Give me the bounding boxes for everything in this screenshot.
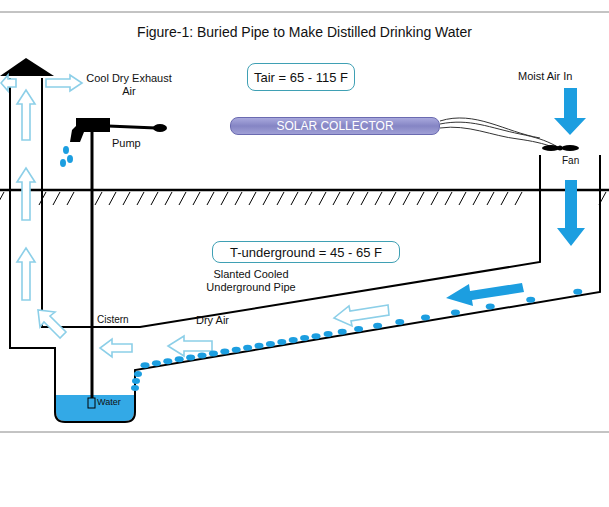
hatch-stroke [0, 192, 4, 205]
temperature-box: T-underground = 45 - 65 F [212, 241, 400, 263]
drop [255, 343, 264, 349]
hatch-stroke [417, 192, 424, 205]
drop [312, 333, 321, 339]
hatch-stroke [53, 192, 60, 205]
part-name: Slanted Cooled Underground Pipe [196, 268, 306, 293]
wires [440, 118, 556, 148]
drop [175, 356, 184, 362]
drop [243, 345, 252, 351]
drop [324, 331, 333, 337]
airflow-arrows [446, 88, 586, 306]
drop [451, 310, 460, 316]
hatch-stroke [389, 192, 396, 205]
hatch-stroke [179, 192, 186, 205]
hatch-stroke [431, 192, 438, 205]
part-name: Fan [562, 155, 592, 167]
drop [300, 335, 309, 341]
hatch-stroke [305, 192, 312, 205]
hatch-stroke [151, 192, 158, 205]
drop [277, 339, 286, 345]
drop [152, 360, 161, 366]
hatch-stroke [361, 192, 368, 205]
part-name: Cistern [97, 314, 141, 326]
drop [526, 297, 535, 303]
hatch-stroke [487, 192, 494, 205]
water [56, 395, 134, 421]
temperature-box: Tair = 65 - 115 F [247, 63, 355, 91]
hatch-stroke [291, 192, 298, 205]
hatch-stroke [347, 192, 354, 205]
hatch-stroke [137, 192, 144, 205]
hatch-stroke [403, 192, 410, 205]
frame-line [0, 12, 609, 13]
drop [289, 337, 298, 343]
drop [338, 329, 347, 335]
part-name: Pump [112, 137, 152, 150]
drop [373, 323, 382, 329]
hatch-stroke [459, 192, 466, 205]
drop [573, 289, 582, 295]
hatch-stroke [501, 192, 508, 205]
drop [131, 385, 139, 391]
hatch-stroke [473, 192, 480, 205]
hatch-stroke [221, 192, 228, 205]
drop [134, 371, 142, 377]
hatch-stroke [375, 192, 382, 205]
hatch-stroke [263, 192, 270, 205]
drop [141, 362, 150, 368]
drop [220, 349, 229, 355]
hatch-stroke [193, 192, 200, 205]
pump-symbol [60, 118, 167, 408]
hatch-stroke [109, 192, 116, 205]
node-text: Tair = 65 - 115 F [254, 70, 348, 85]
drop [186, 354, 195, 360]
hatch-stroke [277, 192, 284, 205]
hatch-stroke [165, 192, 172, 205]
hatch-stroke [515, 192, 522, 205]
drop [132, 378, 140, 384]
hatch-stroke [249, 192, 256, 205]
drop [354, 326, 363, 332]
hatch-stroke [333, 192, 340, 205]
node-text: T-underground = 45 - 65 F [230, 245, 382, 260]
hatch-stroke [235, 192, 242, 205]
drop [232, 347, 241, 353]
pipe-walls [10, 78, 600, 422]
frame-line [0, 432, 609, 433]
drop [198, 352, 207, 358]
drop [266, 341, 275, 347]
drop [163, 358, 172, 364]
node-text: SOLAR COLLECTOR [276, 119, 393, 133]
hatch-stroke [67, 192, 74, 205]
fan-symbol [542, 145, 579, 151]
hatch-stroke [123, 192, 130, 205]
solar-collector: SOLAR COLLECTOR [230, 117, 440, 135]
figure-title: Figure-1: Buried Pipe to Make Distilled … [0, 24, 609, 40]
drop [209, 351, 218, 357]
hatch-stroke [445, 192, 452, 205]
hatch-stroke [207, 192, 214, 205]
exhaust-cap [0, 58, 54, 76]
drop [486, 304, 495, 310]
condensate-drops [131, 289, 582, 391]
part-name: Water [97, 397, 131, 407]
hatch-stroke [319, 192, 326, 205]
air-label: Moist Air In [518, 70, 606, 83]
drop [421, 315, 430, 321]
hatch-stroke [95, 192, 102, 205]
air-label: Dry Air [196, 314, 246, 327]
drop [395, 319, 404, 325]
air-label: Cool Dry Exhaust Air [84, 72, 174, 97]
